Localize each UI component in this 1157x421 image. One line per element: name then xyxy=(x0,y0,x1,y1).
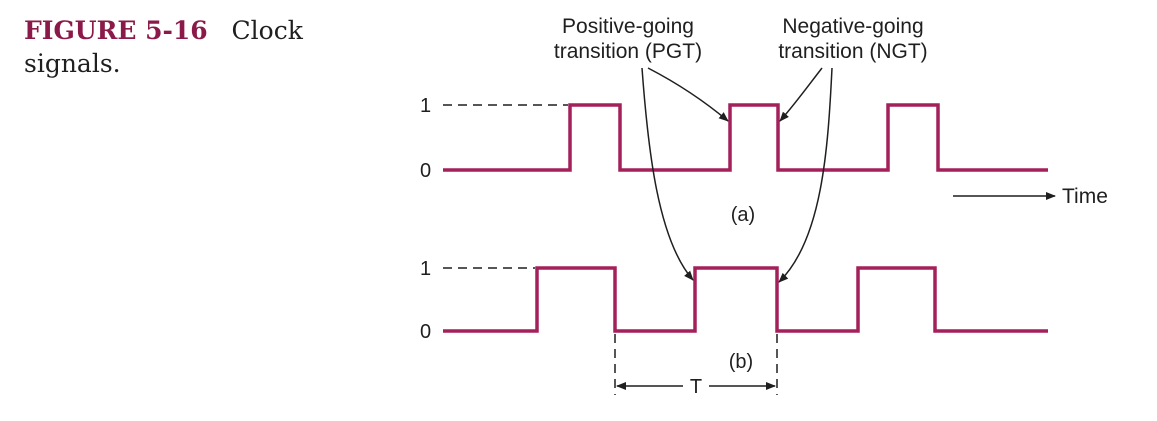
waveform-b-level-1: 1 xyxy=(420,258,431,280)
ngt-pointers xyxy=(778,67,833,283)
ngt-arrow-to-a xyxy=(779,67,823,122)
pgt-arrow-to-b xyxy=(641,67,694,281)
ngt-label-line1: Negative-going xyxy=(782,15,923,38)
figure-number: FIGURE 5-16 xyxy=(24,16,208,45)
waveform-a-signal xyxy=(443,103,1048,172)
waveform-b-signal xyxy=(443,266,1048,333)
figure-caption: FIGURE 5-16 Clock signals. xyxy=(24,14,324,80)
period-label: T xyxy=(690,376,702,398)
figure-caption-text: Clock signals. xyxy=(24,16,303,78)
waveform-a-label: (a) xyxy=(731,204,755,226)
ngt-label-line2: transition (NGT) xyxy=(778,40,927,63)
ngt-arrow-to-b xyxy=(778,67,833,283)
pgt-arrow-to-a xyxy=(647,67,729,122)
waveform-a: 1 0 (a) xyxy=(420,95,1048,226)
pgt-label-line2: transition (PGT) xyxy=(554,40,702,63)
time-label: Time xyxy=(1062,185,1108,208)
pgt-pointers xyxy=(641,67,729,281)
waveform-a-level-0: 0 xyxy=(420,160,431,182)
waveform-b: 1 0 (b) xyxy=(420,258,1048,373)
waveform-a-level-1: 1 xyxy=(420,95,431,117)
pgt-label-line1: Positive-going xyxy=(562,15,694,38)
waveform-b-level-0: 0 xyxy=(420,321,431,343)
waveform-b-label: (b) xyxy=(729,351,753,373)
